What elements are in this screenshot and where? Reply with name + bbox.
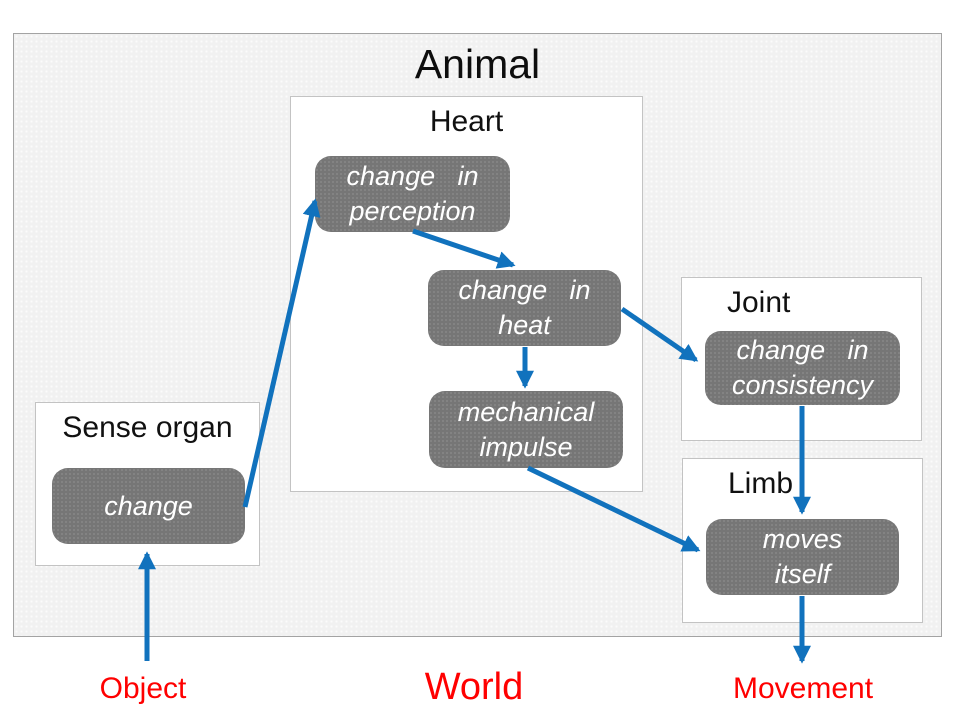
object-label: Object (99, 672, 187, 705)
node-line: moves (762, 524, 843, 554)
node-line: perception (349, 196, 476, 226)
node-line: impulse (479, 431, 573, 462)
sense-organ-title: Sense organ (62, 411, 233, 444)
node-line: change in (736, 335, 869, 365)
joint-title: Joint (727, 286, 791, 319)
node-mechanical-impulse: mechanical impulse (429, 391, 623, 468)
node-line: heat (498, 310, 551, 340)
heart-title: Heart (429, 105, 504, 138)
node-line: itself (774, 559, 831, 589)
node-line: mechanical (457, 396, 595, 427)
node-change-in-consistency: change in consistency (705, 331, 900, 405)
node-moves-itself: moves itself (706, 519, 899, 595)
node-line: consistency (731, 370, 874, 400)
node-change-in-perception: change in perception (315, 156, 510, 232)
node-line: change (104, 490, 193, 521)
animal-title: Animal (414, 41, 541, 87)
movement-label: Movement (732, 672, 874, 705)
node-line: change in (458, 275, 591, 305)
node-line: change in (346, 161, 479, 191)
node-change: change (52, 468, 245, 544)
node-change-in-heat: change in heat (428, 270, 621, 346)
world-label: World (424, 666, 524, 708)
limb-title: Limb (728, 467, 794, 500)
